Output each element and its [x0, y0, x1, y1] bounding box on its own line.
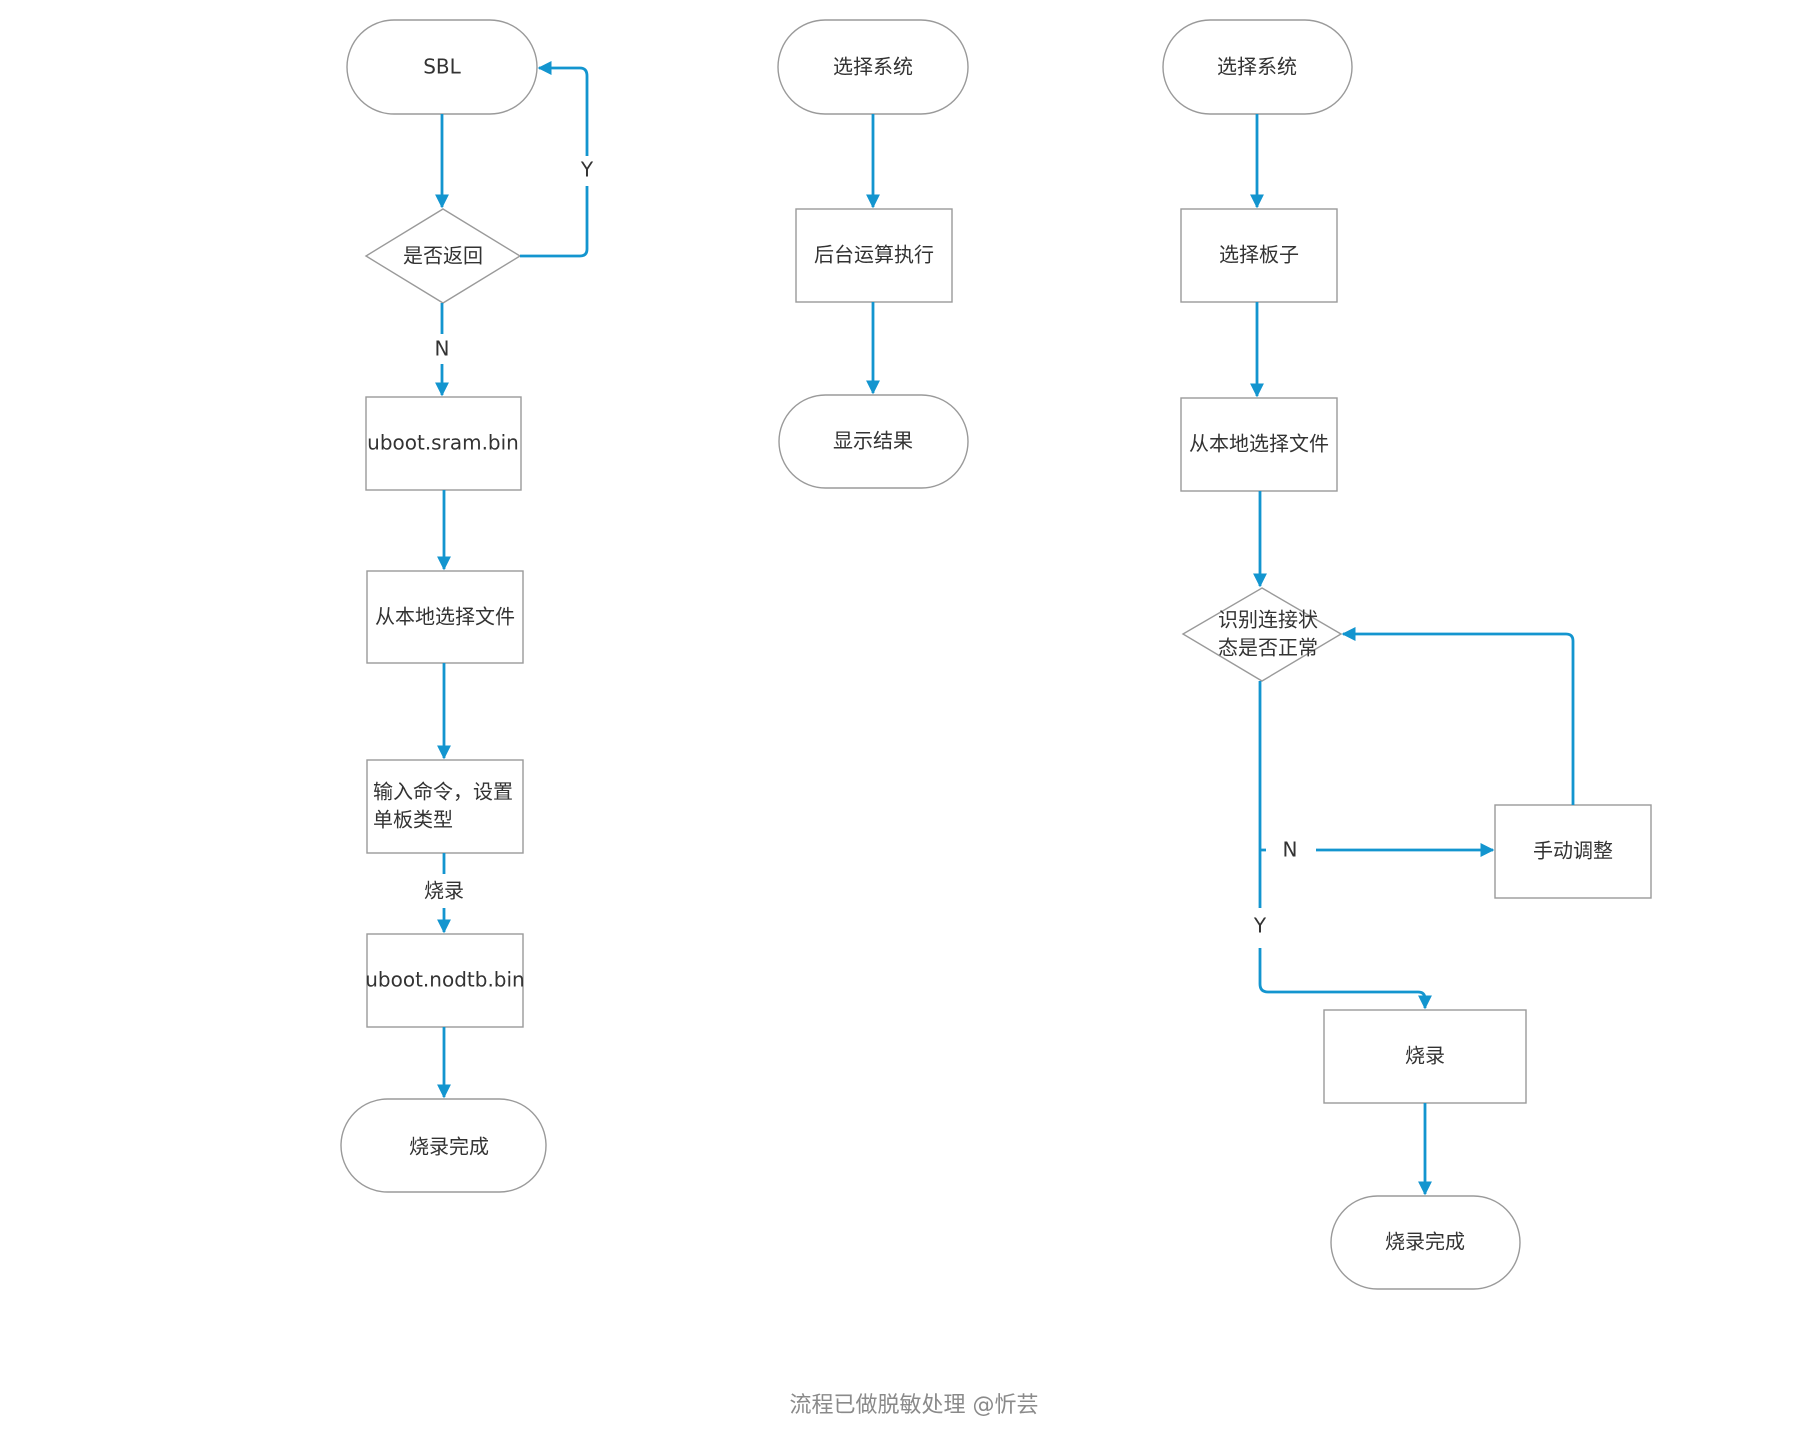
node-burn-done-3-label: 烧录完成	[1385, 1230, 1465, 1254]
node-select-board[interactable]: 选择板子	[1180, 208, 1338, 303]
node-burn-done-1-label: 烧录完成	[409, 1135, 489, 1159]
node-select-file-1-label: 从本地选择文件	[375, 605, 515, 629]
node-uboot-nodtb-label: uboot.nodtb.bin	[365, 968, 524, 992]
node-uboot-sram[interactable]: uboot.sram.bin	[365, 396, 522, 491]
flow-3: 选择系统 选择板子 从本地选择文件 识别连接状 态是否正常 手动调整 烧录 烧录…	[1162, 19, 1652, 1290]
node-select-file-3[interactable]: 从本地选择文件	[1180, 397, 1338, 492]
node-sbl-label: SBL	[423, 55, 461, 79]
node-select-file-1[interactable]: 从本地选择文件	[366, 570, 524, 664]
node-backend-run[interactable]: 后台运算执行	[795, 208, 953, 303]
node-select-board-label: 选择板子	[1219, 243, 1299, 267]
edge-manual-to-decision	[1341, 627, 1575, 805]
node-select-system-3[interactable]: 选择系统	[1162, 19, 1353, 115]
node-burn-3-label: 烧录	[1405, 1044, 1445, 1068]
edge-label-burn: 烧录	[424, 879, 464, 903]
node-show-result[interactable]: 显示结果	[778, 394, 969, 489]
node-uboot-nodtb[interactable]: uboot.nodtb.bin	[365, 933, 525, 1028]
node-burn-done-3[interactable]: 烧录完成	[1330, 1195, 1521, 1290]
node-decision-connection[interactable]: 识别连接状 态是否正常	[1181, 587, 1343, 682]
watermark-text: 流程已做脱敏处理 @忻芸	[790, 1393, 1039, 1418]
flow-1: SBL 是否返回 uboot.sram.bin 从本地选择文件 输入命令，设置 …	[340, 19, 600, 1193]
node-burn-done-1[interactable]: 烧录完成	[340, 1098, 547, 1193]
node-input-command-line1: 输入命令，设置	[373, 780, 513, 804]
node-input-command[interactable]: 输入命令，设置 单板类型	[366, 759, 524, 854]
node-input-command-line2: 单板类型	[373, 808, 453, 832]
flow-2: 选择系统 后台运算执行 显示结果	[777, 19, 969, 489]
node-show-result-label: 显示结果	[833, 429, 913, 453]
edge-label-yes: Y	[580, 158, 594, 182]
edge-label-no: N	[435, 337, 450, 361]
node-decision-return-label: 是否返回	[403, 244, 483, 268]
node-select-system-2-label: 选择系统	[833, 55, 913, 79]
node-burn-3[interactable]: 烧录	[1323, 1009, 1527, 1104]
node-select-system-3-label: 选择系统	[1217, 55, 1297, 79]
node-sbl[interactable]: SBL	[346, 19, 538, 115]
edge-label-yes-3: Y	[1253, 914, 1267, 938]
node-manual-adjust-label: 手动调整	[1533, 839, 1613, 863]
node-decision-connection-line2: 态是否正常	[1218, 636, 1318, 660]
edge-label-no-3: N	[1283, 838, 1298, 862]
node-manual-adjust[interactable]: 手动调整	[1494, 804, 1652, 899]
edge-decision-yes	[1258, 681, 1432, 1010]
node-decision-connection-line1: 识别连接状	[1218, 608, 1318, 632]
node-select-system-2[interactable]: 选择系统	[777, 19, 969, 115]
node-backend-run-label: 后台运算执行	[814, 243, 934, 267]
node-uboot-sram-label: uboot.sram.bin	[367, 431, 519, 455]
node-decision-return[interactable]: 是否返回	[364, 208, 522, 304]
node-select-file-3-label: 从本地选择文件	[1189, 432, 1329, 456]
